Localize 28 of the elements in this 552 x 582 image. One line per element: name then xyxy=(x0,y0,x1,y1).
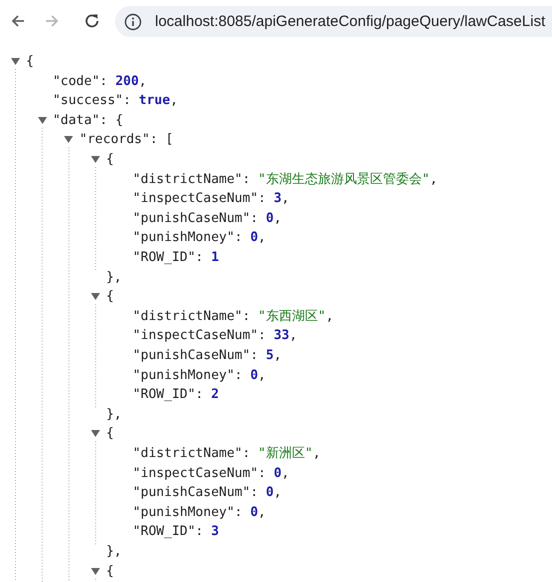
json-line: { xyxy=(106,151,114,169)
json-line: }, xyxy=(106,543,122,561)
json-line: "ROW_ID": 1 xyxy=(132,249,219,267)
json-line: "ROW_ID": 2 xyxy=(132,386,219,404)
json-line: { xyxy=(26,53,34,71)
json-line: "punishMoney": 0, xyxy=(132,366,266,385)
json-line: "inspectCaseNum": 3, xyxy=(132,190,290,208)
address-bar: localhost:8085/apiGenerateConfig/pageQuery/lawCaseList xyxy=(115,6,552,37)
json-line: "punishCaseNum": 0, xyxy=(132,484,282,502)
json-line: "punishMoney": 0, xyxy=(132,229,266,248)
json-line: "ROW_ID": 3 xyxy=(132,523,219,542)
json-line: { xyxy=(106,425,114,444)
json-line: }, xyxy=(106,268,122,287)
json-line: { xyxy=(106,288,114,306)
json-line: "inspectCaseNum": 33, xyxy=(132,327,298,346)
json-line: "success": true, xyxy=(52,92,178,110)
json-line: "districtName": "东湖生态旅游风景区管委会", xyxy=(132,170,438,189)
json-line: { xyxy=(106,562,114,581)
json-line: "records": [ xyxy=(79,131,174,150)
json-line: "punishCaseNum": 0, xyxy=(132,210,282,228)
json-line: "districtName": "东西湖区", xyxy=(132,308,334,326)
json-line: "districtName": "新洲区", xyxy=(132,445,321,463)
json-line: }, xyxy=(106,406,122,424)
json-line: "code": 200, xyxy=(52,72,147,91)
json-line: "punishCaseNum": 5, xyxy=(132,347,282,365)
json-line: "punishMoney": 0, xyxy=(132,504,266,522)
json-line: "inspectCaseNum": 0, xyxy=(132,464,290,483)
json-line: "data": { xyxy=(52,112,124,130)
